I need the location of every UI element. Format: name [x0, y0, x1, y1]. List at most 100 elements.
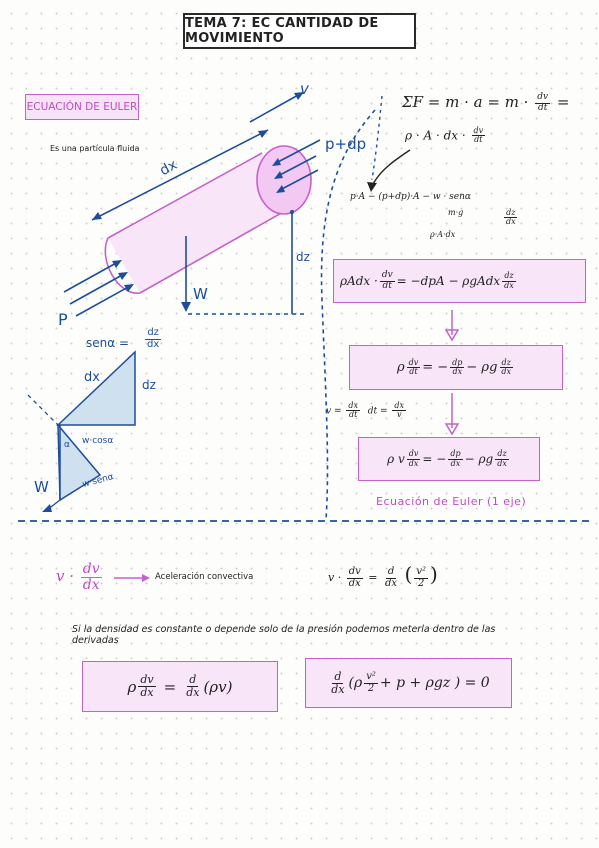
final-right-v2: v²	[364, 671, 378, 684]
final-left-rho: ρ	[127, 677, 137, 696]
cylinder-top-edge	[107, 152, 263, 239]
v-def-num: dx	[346, 401, 361, 412]
conv-den: dx	[82, 576, 100, 593]
box1-dz-den: dx	[504, 280, 514, 290]
p-label: P	[58, 310, 68, 329]
section-tag: ECUACIÓN DE EULER	[25, 94, 139, 120]
sen-alpha-label: senα =	[86, 336, 130, 350]
w-label: W	[193, 285, 208, 303]
sum-f-den: dt	[537, 102, 548, 113]
dt-def-text: dt =	[367, 406, 388, 417]
box3-num: dv	[406, 449, 421, 460]
sum-f-text: ΣF = m · a = m ·	[402, 93, 529, 111]
conv-num: dv	[80, 561, 102, 578]
final-right-d: d	[332, 669, 344, 684]
sum-f-tail: =	[556, 93, 570, 111]
box1-dz-num: dz	[502, 271, 516, 282]
box2-dp-den: dx	[452, 367, 463, 376]
rho-a-dx-text: ρ · A · dx ·	[405, 128, 466, 143]
box2-dz-num: dz	[499, 357, 513, 368]
cylinder-front-face	[256, 145, 312, 215]
dx-arrow	[91, 129, 269, 221]
final-left-dx: dx	[186, 686, 200, 699]
rho-a-dx-num: dv	[471, 126, 486, 137]
euler-caption: Ecuación de Euler (1 eje)	[376, 495, 527, 508]
v-def-text: v =	[326, 406, 342, 417]
box3-left: ρ v	[387, 452, 405, 466]
box1-den: dt	[382, 280, 392, 291]
cylinder-body	[108, 153, 290, 293]
final-right-open: (ρ	[348, 675, 363, 691]
conv-rhs-d: d	[385, 566, 397, 579]
final-left-den: dx	[140, 686, 154, 699]
final-left-eq: =	[163, 677, 177, 696]
force-dz-num: dz	[504, 207, 518, 218]
density-note: Si la densidad es constante o depende so…	[72, 624, 496, 646]
velocity-arrow	[249, 93, 301, 123]
dz-label: dz	[296, 250, 310, 264]
box3-dz-den: dx	[497, 458, 507, 468]
box3-mid: = −	[422, 452, 447, 466]
dt-def-num: dx	[392, 401, 407, 412]
triangle-side-label: dz	[142, 378, 156, 392]
p-dp-label: p+dp	[325, 135, 367, 153]
v-def-den: dt	[349, 410, 358, 420]
final-right-dx: dx	[331, 682, 345, 696]
box2-dp-num: dp	[450, 357, 465, 368]
box2-mid: = −	[422, 360, 449, 375]
dt-def-den: v	[396, 410, 402, 420]
box1-right: = −dpA − ρgAdx	[396, 274, 501, 288]
box3-dz-num: dz	[495, 449, 509, 460]
conv-rhs-v: v ·	[328, 571, 342, 584]
conv-rhs-v2: v²	[414, 566, 429, 579]
final-right-rest: + p + ρgz ) = 0	[379, 675, 490, 691]
conv-rhs-num: dv	[346, 566, 363, 579]
sen-alpha-den: dx	[147, 338, 160, 350]
particle-note: Es una partícula fluida	[50, 144, 140, 153]
force-line: p·A − (p+dp)·A − w · senα	[350, 192, 471, 202]
cylinder-back-face	[104, 237, 141, 294]
conv-rhs-dx: dx	[385, 577, 398, 589]
w-cos-label: w·cosα	[82, 436, 114, 446]
sen-alpha-num: dz	[145, 327, 161, 340]
box3-dp-num: dp	[448, 449, 463, 460]
convective-label: Aceleración convectiva	[155, 572, 254, 582]
box2-num: dv	[406, 357, 421, 368]
box2-right: − ρg	[466, 360, 498, 375]
conv-rhs-den: dx	[348, 577, 361, 589]
box3-dp-den: dx	[450, 458, 461, 468]
box1-num: dv	[379, 270, 395, 282]
mg-label: m·g	[448, 208, 464, 217]
box3-den: dx	[408, 458, 419, 468]
box1-left: ρAdx ·	[340, 274, 378, 288]
final-left-d: d	[187, 673, 199, 687]
page-title: TEMA 7: EC CANTIDAD DE MOVIMIENTO	[183, 13, 416, 49]
alpha-label: α	[64, 440, 70, 450]
conv-rhs-eq: =	[368, 571, 378, 584]
box2-dz-den: dx	[501, 367, 512, 376]
triangle-hyp-label: dx	[84, 370, 100, 385]
rho-a-dx2-label: ρ·A·dx	[430, 230, 456, 239]
final-left-num: dv	[138, 673, 156, 687]
rho-a-dx-den: dt	[474, 135, 483, 145]
final-left-rest: (ρv)	[203, 677, 233, 696]
conv-rhs-two: 2	[418, 577, 425, 589]
cylinder-bottom-edge	[139, 206, 293, 294]
sum-f-num: dv	[535, 92, 551, 104]
box3-right: − ρg	[464, 452, 494, 466]
triangle-w-label: W	[34, 478, 49, 496]
final-right-two: 2	[367, 682, 375, 694]
